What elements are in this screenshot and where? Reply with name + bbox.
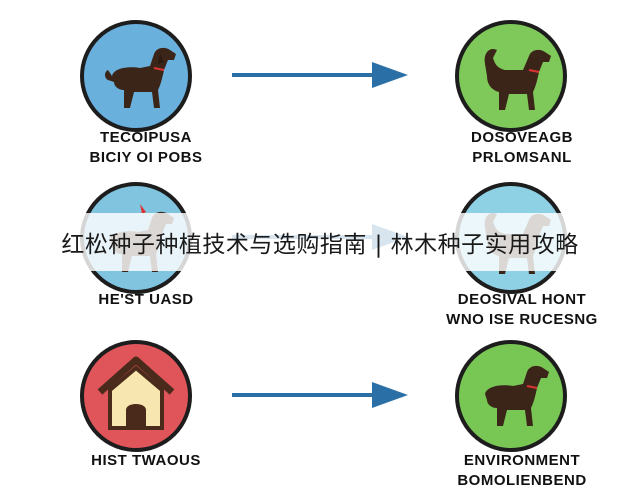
label-line: DEOSIVAL HONT [457,291,587,308]
node-bot-left [70,340,210,452]
arrow-top [232,60,412,90]
dog-icon [484,48,551,110]
title-banner: 红松种子种植技术与选购指南 | 林木种子实用攻略 [0,213,640,271]
node-label-top-right: DOSOVEAGB PRLOMSANL [412,128,632,168]
node-bot-right [445,340,585,452]
doghouse-icon [97,356,175,430]
node-top-right [445,20,585,132]
label-line: DOSOVEAGB [470,129,573,146]
node-label-bot-right: ENVIRONMENT BOMOLIENBEND [412,451,632,491]
label-line: HIST TWAOUS [91,452,201,469]
label-line: BICIY OI POBS [89,149,203,166]
label-line: TECOIPUSA [99,129,192,146]
label-line: HE'ST UASD [98,291,194,308]
dog-icon [105,47,176,108]
node-label-mid-left: HE'ST UASD [36,290,256,310]
banner-text: 红松种子种植技术与选购指南 | 林木种子实用攻略 [61,232,579,258]
node-top-left [70,20,210,132]
node-circle [80,340,192,452]
label-line: WNO ISE RUCESNG [446,311,598,328]
dog-icon [485,365,549,426]
node-circle [80,20,192,132]
node-label-mid-right: DEOSIVAL HONT WNO ISE RUCESNG [412,290,632,330]
node-circle [455,20,567,132]
label-line: PRLOMSANL [472,149,572,166]
node-label-bot-left: HIST TWAOUS [36,451,256,471]
label-line: ENVIRONMENT [463,452,581,469]
arrow-bottom [232,380,412,410]
label-line: BOMOLIENBEND [457,472,587,489]
node-circle [455,340,567,452]
node-label-top-left: TECOIPUSA BICIY OI POBS [36,128,256,168]
